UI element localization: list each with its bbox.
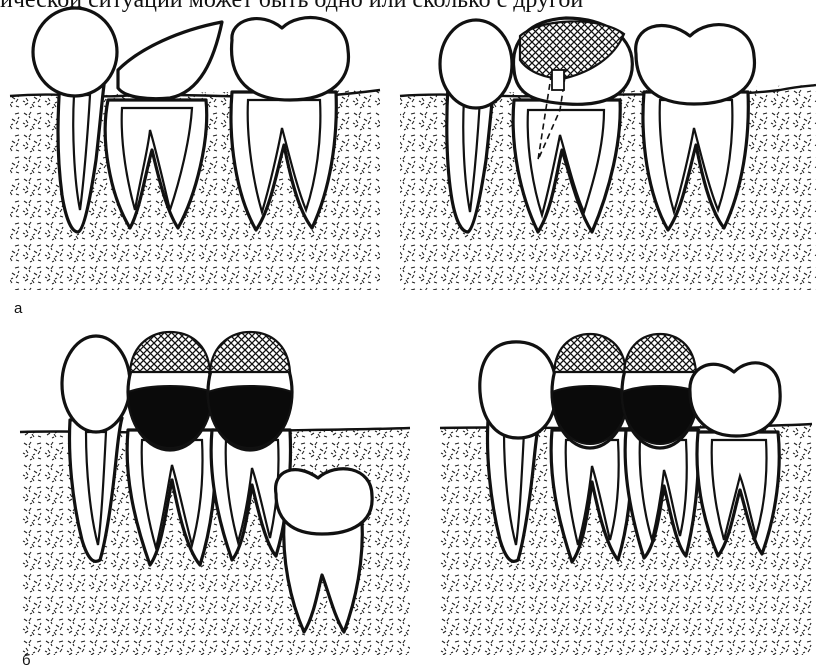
panel-label: а <box>14 300 23 317</box>
filling <box>554 334 626 372</box>
panel-d <box>440 334 812 655</box>
panel-a: а <box>10 8 380 317</box>
filling <box>210 332 290 372</box>
panel-b <box>400 18 816 290</box>
filling <box>130 332 210 372</box>
panel-label: б <box>22 652 31 669</box>
panel-c: б <box>20 332 410 669</box>
filling <box>624 334 696 372</box>
